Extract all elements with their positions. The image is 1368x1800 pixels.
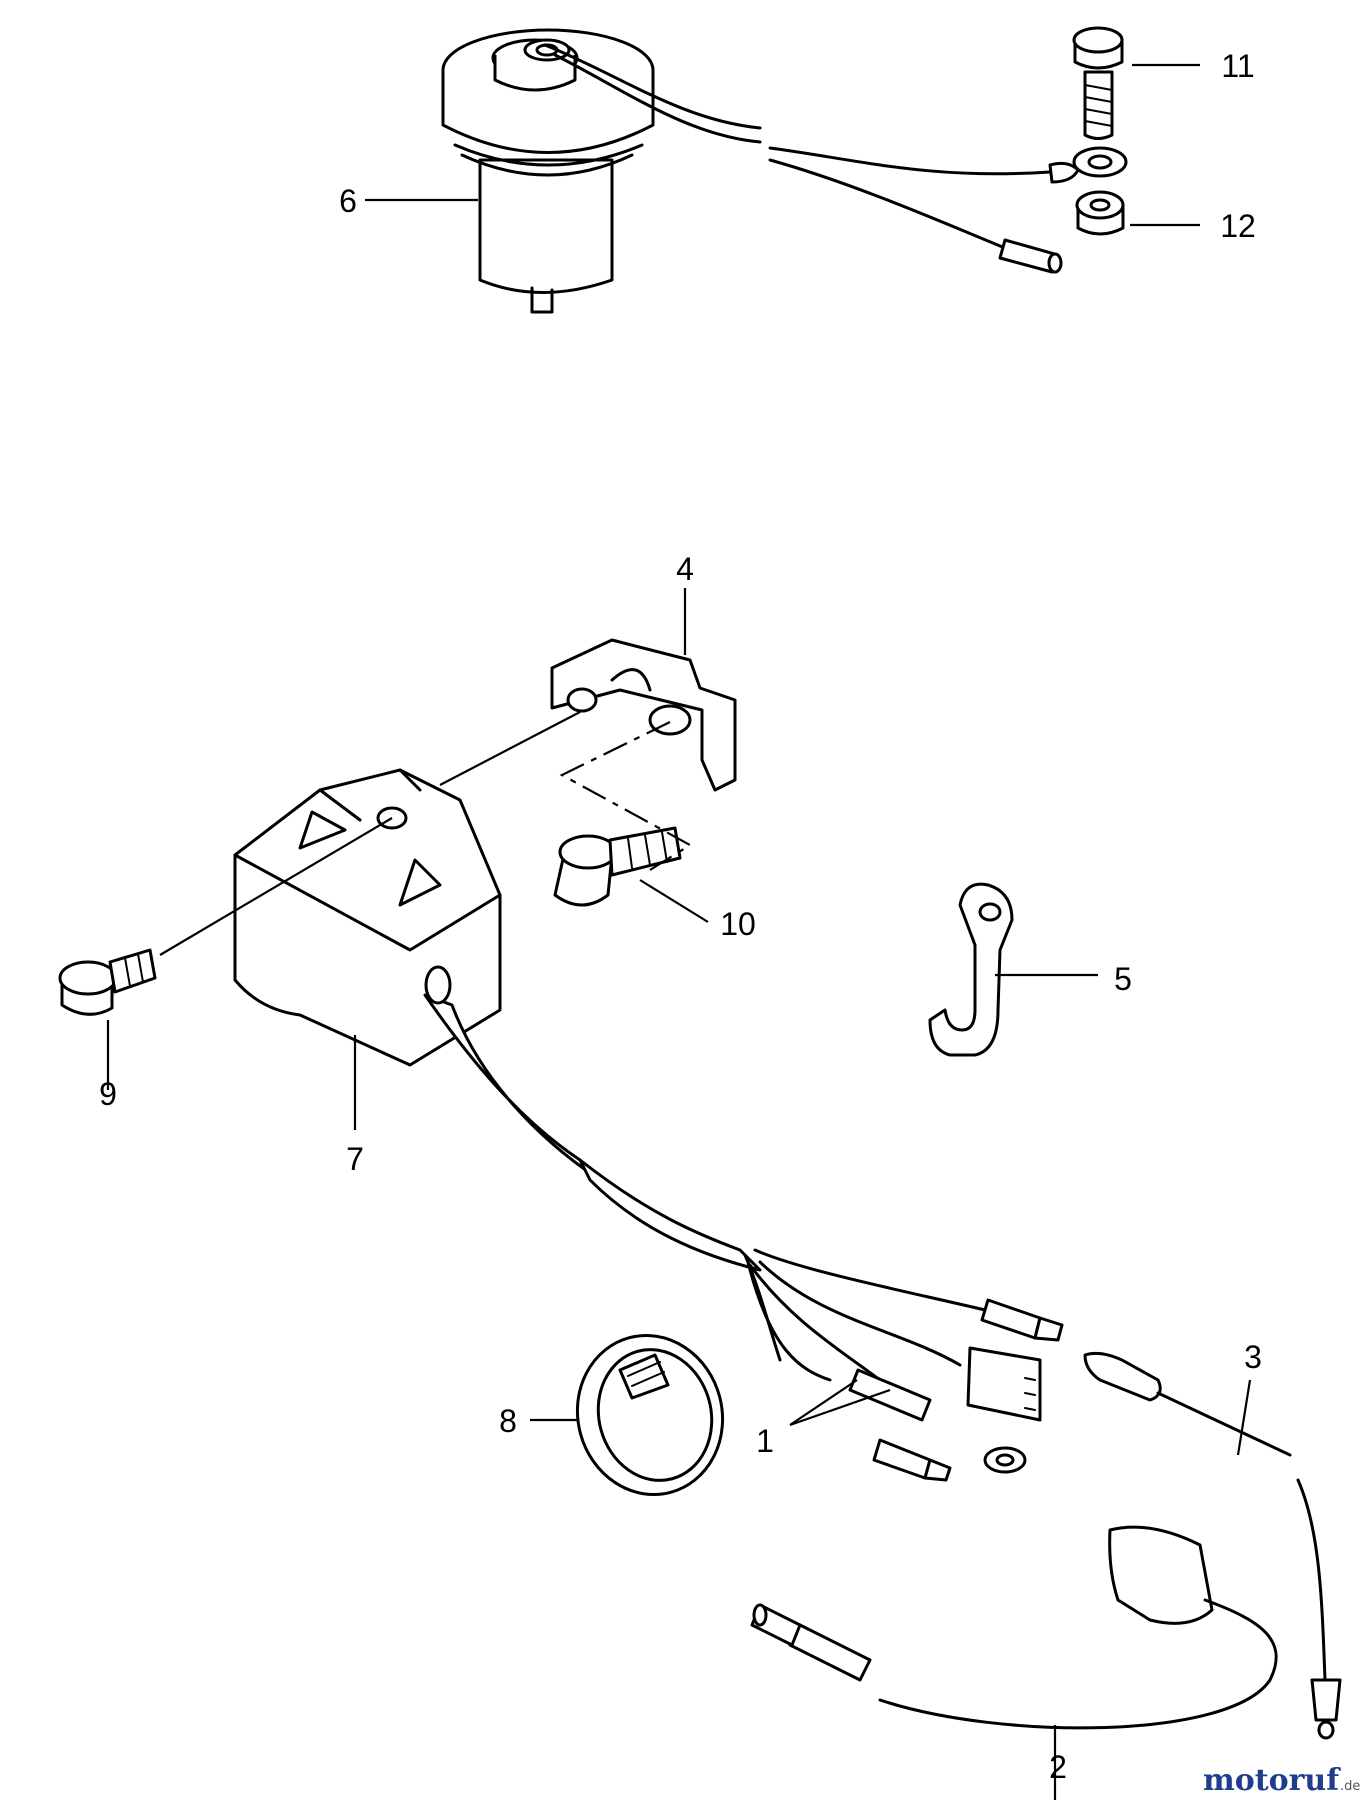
part-5-clip (928, 882, 1014, 1057)
callout-2: 2 (1049, 1749, 1067, 1785)
part-9-bolt (58, 948, 157, 1016)
callout-4: 4 (676, 551, 694, 587)
callout-5: 5 (1114, 961, 1132, 997)
callout-labels: 6 11 12 4 10 5 9 7 8 1 3 2 (99, 48, 1262, 1785)
callout-3: 3 (1244, 1339, 1262, 1375)
callout-10: 10 (720, 906, 756, 942)
part-11-bolt (1072, 26, 1124, 140)
part-12-washer-nut (1072, 146, 1128, 236)
part-4-bracket (550, 638, 737, 792)
callout-6: 6 (339, 183, 357, 219)
part-2-cap-lead (750, 1525, 1278, 1730)
part-3-lead (1083, 1351, 1342, 1740)
part-8-hose-clamp (575, 1334, 725, 1496)
callout-1: 1 (756, 1423, 774, 1459)
callout-7: 7 (346, 1141, 364, 1177)
watermark-logo: motoruf .de (1203, 1763, 1360, 1798)
part-7-ignition-module (233, 768, 502, 1067)
callout-12: 12 (1220, 208, 1256, 244)
watermark-suffix: .de (1340, 1779, 1360, 1794)
watermark-brand: motoruf (1203, 1763, 1341, 1798)
part-10-bolt (553, 826, 682, 907)
part-6-sensor-unit (441, 28, 1080, 314)
leader-lines (106, 63, 1252, 1800)
callout-9: 9 (99, 1076, 117, 1112)
callout-8: 8 (499, 1403, 517, 1439)
callout-11: 11 (1221, 48, 1254, 84)
assembly-lines (159, 711, 693, 956)
